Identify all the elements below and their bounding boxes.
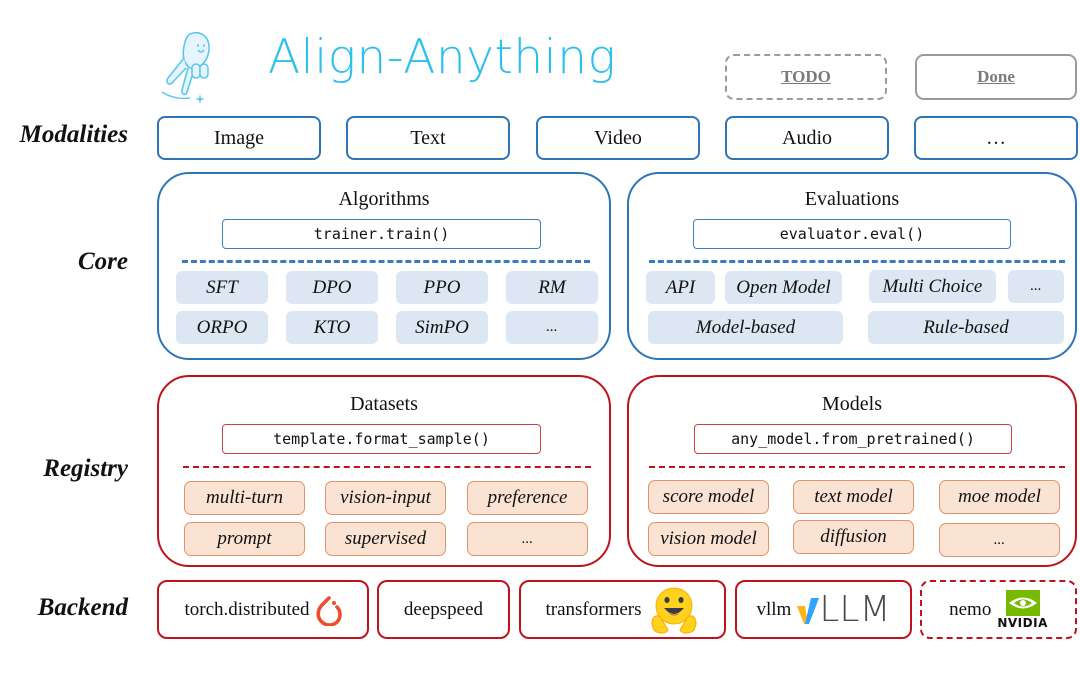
- backend-vllm: vllm LLM: [735, 580, 912, 639]
- hugging-face-emoji-icon: [650, 587, 697, 634]
- evaluation-chip: Open Model: [725, 271, 842, 304]
- nvidia-eye-icon: [1005, 589, 1040, 616]
- backend-label: transformers: [545, 598, 642, 620]
- algorithm-chip-more: ...: [506, 311, 598, 344]
- modality-more: …: [914, 116, 1078, 160]
- model-chip: text model: [793, 480, 914, 514]
- nvidia-logo-icon: NVIDIA: [997, 589, 1048, 630]
- evaluations-api: evaluator.eval(): [693, 219, 1011, 249]
- evaluation-chip-more: ...: [1008, 270, 1064, 303]
- modality-audio: Audio: [725, 116, 889, 160]
- algorithm-chip: RM: [506, 271, 598, 304]
- algorithm-chip: PPO: [396, 271, 488, 304]
- row-label-registry: Registry: [43, 455, 128, 482]
- evaluation-chip: Rule-based: [868, 311, 1064, 344]
- model-chip: diffusion: [793, 520, 914, 554]
- modality-video: Video: [536, 116, 700, 160]
- dataset-chip: supervised: [325, 522, 446, 556]
- backend-transformers: transformers: [519, 580, 726, 639]
- algorithms-panel: Algorithms trainer.train() SFT DPO PPO R…: [157, 172, 611, 360]
- legend-todo-label: TODO: [781, 67, 831, 86]
- row-label-core: Core: [78, 248, 128, 275]
- models-title: Models: [822, 393, 882, 415]
- evaluation-chip: Model-based: [648, 311, 843, 344]
- datasets-panel: Datasets template.format_sample() multi-…: [157, 375, 611, 567]
- dataset-chip: prompt: [184, 522, 305, 556]
- legend-done: Done: [915, 54, 1077, 100]
- model-chip: score model: [648, 480, 769, 514]
- algorithms-api: trainer.train(): [222, 219, 541, 249]
- pytorch-logo-icon: [315, 595, 342, 626]
- model-chip: moe model: [939, 480, 1060, 514]
- evaluations-divider: [649, 260, 1065, 263]
- algorithm-chip: SimPO: [396, 311, 488, 344]
- datasets-title: Datasets: [350, 393, 418, 415]
- dataset-chip: preference: [467, 481, 588, 515]
- backend-nemo: nemo NVIDIA: [920, 580, 1077, 639]
- backend-label: nemo: [949, 598, 992, 620]
- datasets-divider: [183, 466, 591, 468]
- algorithms-divider: [182, 260, 590, 263]
- model-chip: vision model: [648, 522, 769, 556]
- models-api: any_model.from_pretrained(): [694, 424, 1012, 454]
- legend-done-label: Done: [977, 67, 1015, 86]
- model-chip-more: ...: [939, 523, 1060, 557]
- algorithm-chip: DPO: [286, 271, 378, 304]
- vllm-logo-icon: LLM: [797, 588, 891, 630]
- waving-mascot-icon: [161, 32, 210, 104]
- backend-torch-distributed: torch.distributed: [157, 580, 369, 639]
- evaluations-panel: Evaluations evaluator.eval() API Open Mo…: [627, 172, 1077, 360]
- modality-image: Image: [157, 116, 321, 160]
- backend-label: vllm: [756, 598, 792, 620]
- legend-todo: TODO: [725, 54, 887, 100]
- models-divider: [649, 466, 1065, 468]
- row-label-backend: Backend: [37, 594, 128, 621]
- logo-mascot: [160, 28, 220, 104]
- app-title: Align-Anything: [268, 30, 617, 85]
- evaluations-title: Evaluations: [804, 188, 900, 210]
- backend-label: torch.distributed: [184, 598, 310, 620]
- algorithms-title: Algorithms: [338, 188, 430, 210]
- evaluation-chip: Multi Choice: [869, 270, 996, 303]
- vllm-logo-text: LLM: [819, 588, 891, 630]
- dataset-chip: vision-input: [325, 481, 446, 515]
- algorithm-chip: SFT: [176, 271, 268, 304]
- evaluation-chip: API: [646, 271, 715, 304]
- row-label-modalities: Modalities: [19, 121, 128, 148]
- dataset-chip-more: ...: [467, 522, 588, 556]
- vllm-v-mark-icon: [797, 597, 820, 624]
- backend-label: deepspeed: [403, 598, 484, 620]
- algorithm-chip: ORPO: [176, 311, 268, 344]
- datasets-api: template.format_sample(): [222, 424, 541, 454]
- nvidia-logo-text: NVIDIA: [997, 615, 1048, 630]
- backend-deepspeed: deepspeed: [377, 580, 510, 639]
- modality-text: Text: [346, 116, 510, 160]
- algorithm-chip: KTO: [286, 311, 378, 344]
- dataset-chip: multi-turn: [184, 481, 305, 515]
- models-panel: Models any_model.from_pretrained() score…: [627, 375, 1077, 567]
